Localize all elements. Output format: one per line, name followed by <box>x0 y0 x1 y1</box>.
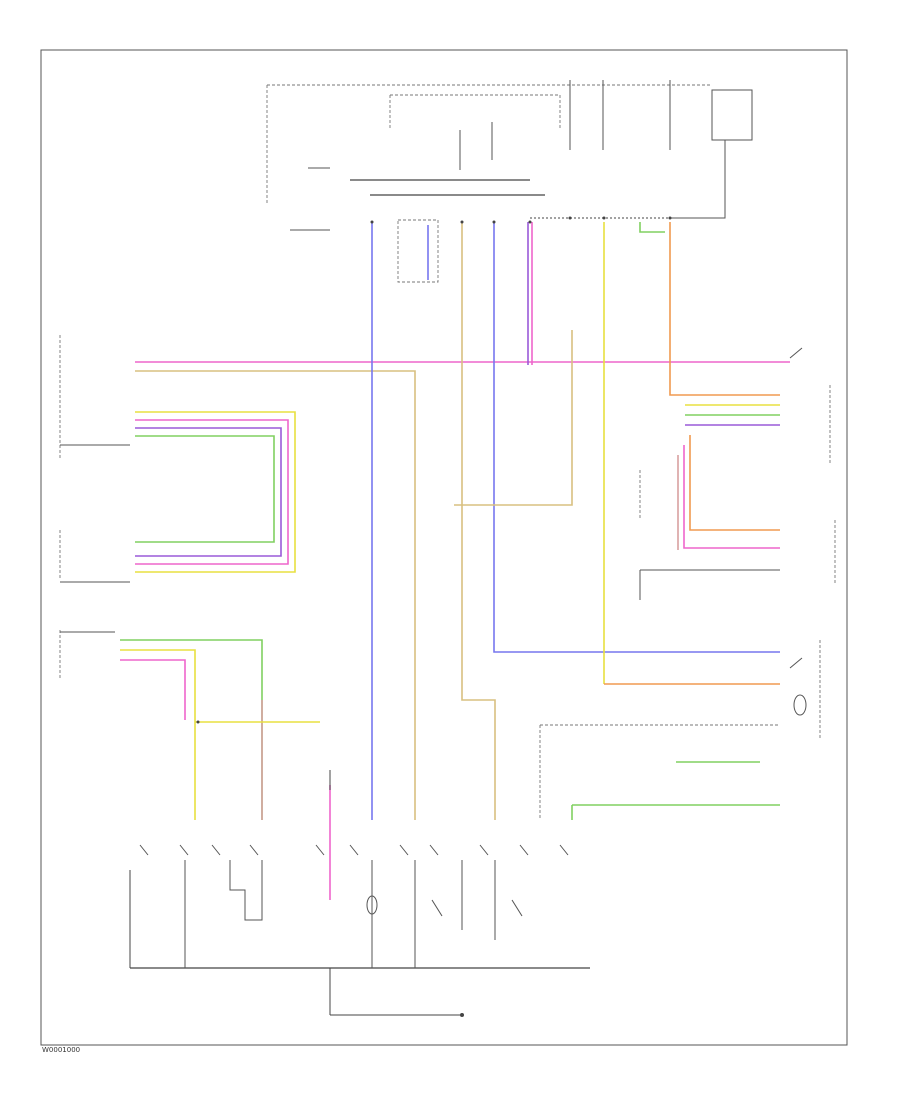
wire-orange-relay <box>669 222 780 396</box>
switch-contact-b1 <box>431 899 443 917</box>
page-code: W0001000 <box>42 1046 80 1054</box>
dot-8 <box>196 720 200 724</box>
dot-7 <box>668 216 672 220</box>
switch-contact-b2 <box>511 899 523 917</box>
top-power-distribution <box>266 80 753 283</box>
dot-3 <box>492 220 496 224</box>
dashed-fuse-box <box>390 94 561 130</box>
switch-contact-top <box>789 347 803 359</box>
switch-contacts-row <box>139 844 569 856</box>
wire-green-loop <box>135 435 275 543</box>
wire-pink-ecm-left <box>120 659 186 720</box>
right-components <box>539 347 836 820</box>
colored-wires <box>120 222 790 900</box>
wire-tan-branch <box>454 330 573 506</box>
bottom-switch-row <box>129 770 590 1017</box>
relay-box-top-right <box>711 89 753 141</box>
wire-violet-loop <box>135 427 282 557</box>
switch-contact-mid <box>789 657 803 669</box>
splice-pack-box <box>397 219 439 283</box>
sw-drop-2 <box>229 860 263 921</box>
wire-pink-loop <box>135 419 289 565</box>
left-modules <box>59 335 130 680</box>
connector-dots <box>196 216 672 724</box>
wire-yellow-loop <box>135 411 296 573</box>
relay-to-splice <box>670 195 726 219</box>
wire-green-relay <box>639 222 665 233</box>
dot-1 <box>370 220 374 224</box>
wire-yellow-ecm <box>120 649 196 820</box>
dot-2 <box>460 220 464 224</box>
switch-body <box>793 694 807 716</box>
wire-orange-ecm <box>689 435 780 531</box>
ground-point <box>460 1013 464 1017</box>
wire-tan-center <box>461 222 496 820</box>
wire-green-ecm <box>120 639 263 820</box>
wire-pink-ecm <box>683 445 780 549</box>
resistor-symbol <box>366 895 378 915</box>
dot-5 <box>568 216 572 220</box>
dot-4 <box>528 220 532 224</box>
diagram-border <box>40 49 848 1046</box>
dot-6 <box>602 216 606 220</box>
wire-blue-right <box>493 222 780 653</box>
wire-tan-vertical <box>135 370 416 820</box>
